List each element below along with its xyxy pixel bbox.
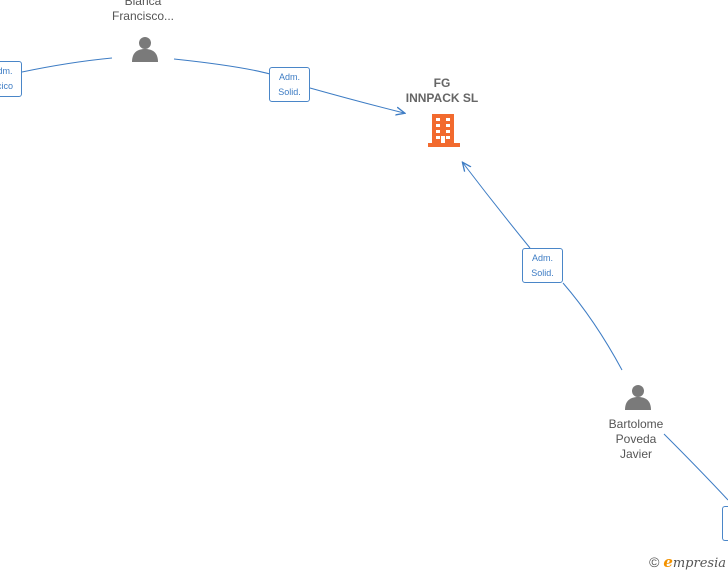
edge-label-line1: Adm.: [531, 253, 553, 263]
person-name-line1: Bartolome: [608, 417, 664, 431]
brand-logo: empresia: [663, 553, 726, 571]
edge-line-bartolome-company: [562, 282, 623, 371]
edge-line-bartolome-right: [663, 433, 728, 501]
person-icon[interactable]: [625, 385, 651, 410]
edge-label-line1: Adm.: [278, 72, 300, 82]
edge-label-bartolome[interactable]: Adm. Solid.: [522, 248, 563, 283]
edge-label-left[interactable]: dm. cico: [0, 61, 22, 97]
copyright-icon: ©: [649, 554, 660, 570]
edge-label-line2: cico: [0, 81, 13, 91]
person-name-line3: Javier: [619, 447, 652, 461]
edge-label-line2: Solid.: [531, 268, 554, 278]
company-name[interactable]: FG INNPACK SL: [392, 76, 492, 106]
person-name-line1: Blanca: [124, 0, 162, 8]
person-name-bartolome[interactable]: Bartolome Poveda Javier: [586, 417, 686, 462]
company-name-line2: INNPACK SL: [405, 91, 479, 105]
edge-line-left: [21, 57, 113, 73]
edge-label-blanca[interactable]: Adm. Solid.: [269, 67, 310, 102]
person-name-line2: Poveda: [615, 432, 657, 446]
edge-label-right[interactable]: [722, 506, 728, 541]
person-icon[interactable]: [132, 37, 158, 62]
person-name-blanca[interactable]: Blanca Francisco...: [93, 0, 193, 24]
edge-line-bartolome-company-arrow: [463, 163, 531, 249]
building-icon[interactable]: [428, 114, 460, 147]
edge-line-blanca-company-arrow: [309, 87, 404, 113]
edge-label-line2: Solid.: [278, 87, 301, 97]
watermark: © empresia: [649, 553, 726, 571]
edge-label-line1: dm.: [0, 66, 13, 76]
person-name-line2: Francisco...: [111, 9, 174, 23]
edge-line-blanca-company: [173, 58, 271, 75]
company-name-line1: FG: [433, 76, 451, 90]
